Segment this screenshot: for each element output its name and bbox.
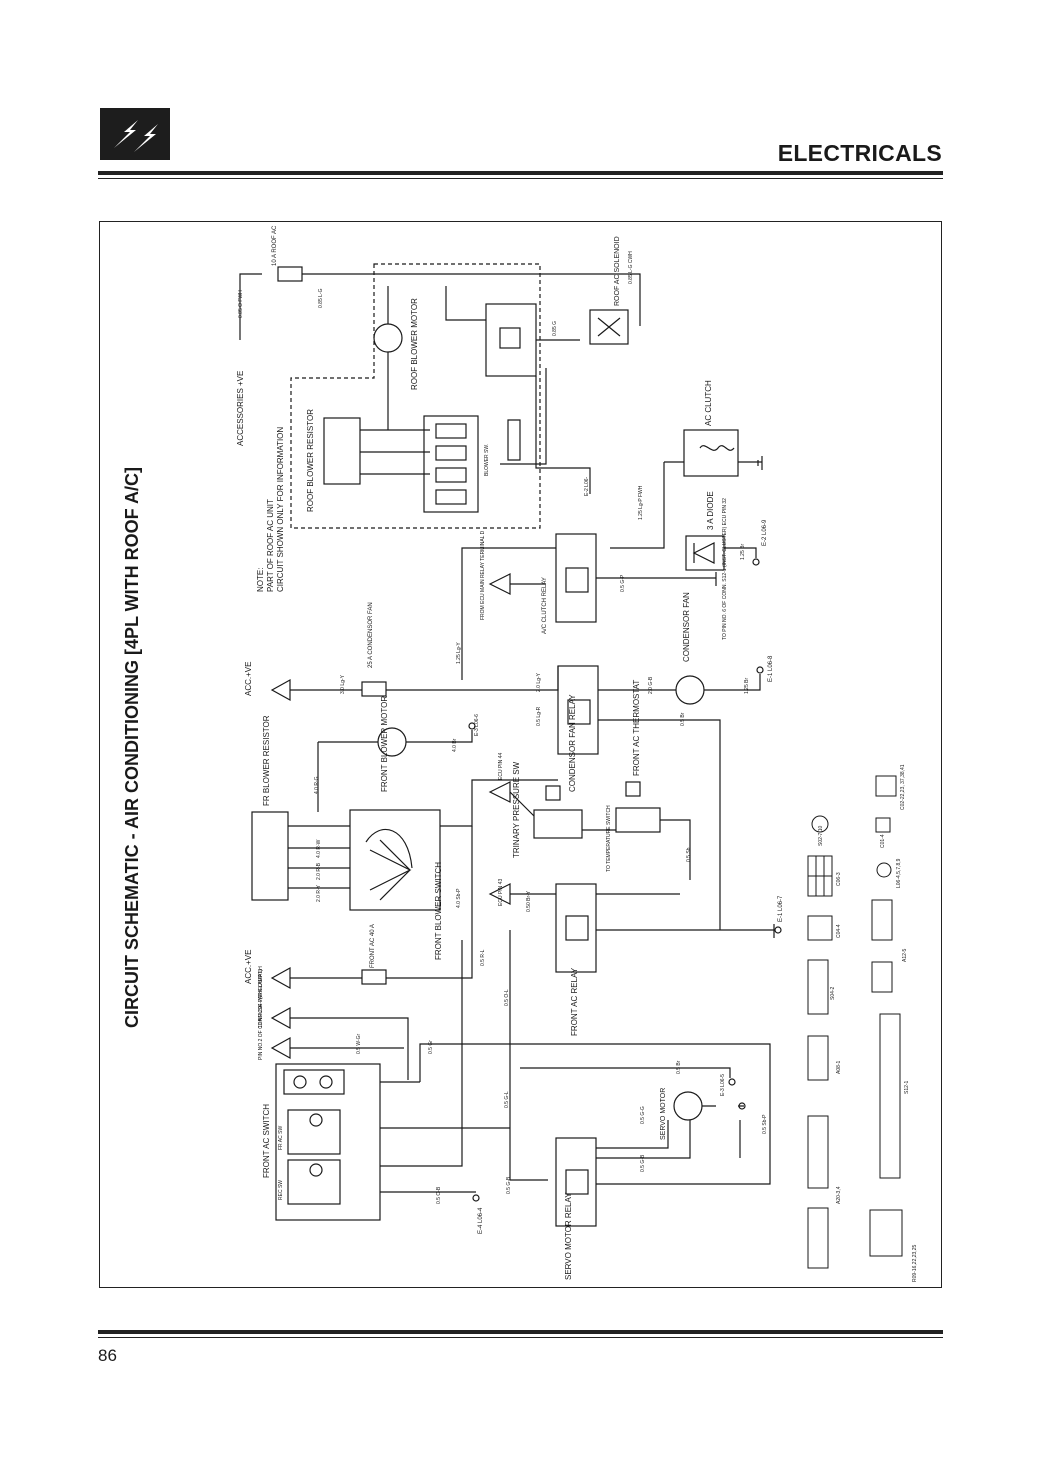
to-temperature-switch-label: TO TEMPERATURE SWITCH	[606, 805, 612, 872]
rheostat-label: PIN NO.2 OF CONN C04-7(RHEOSTAT)	[258, 969, 264, 1060]
front-blower-motor-label: FRONT BLOWER MOTOR	[380, 695, 389, 792]
wire-label: 0.5 W-Gr	[356, 1033, 362, 1054]
connector-name: C04-4	[836, 924, 842, 938]
roof-ac-solenoid-label: ROOF AC SOLENOID	[614, 236, 621, 306]
acc-ve-label-1: ACC.+VE	[244, 661, 253, 696]
ground-label: E-3 L06-5	[720, 1074, 726, 1096]
fr-blower-resistor-label: FR BLOWER RESISTOR	[262, 715, 271, 806]
wire-label: 0.5 Sb	[686, 847, 692, 862]
connector-name: L06-4,5,7,8,9	[896, 858, 902, 888]
roof-blower-motor-label: ROOF BLOWER MOTOR	[410, 298, 419, 390]
wire-label: 0.5 G-B	[640, 1154, 646, 1172]
note-line: NOTE:	[256, 567, 265, 592]
condenser-fan-relay-label: CONDENSOR FAN RELAY	[568, 694, 577, 792]
wire-label: 0.5 G-P	[620, 574, 626, 592]
ecu-pin43-label: ECU PIN 43	[498, 878, 504, 906]
connector-name: S02-7,10	[818, 825, 824, 846]
trinary-pressure-sw-label: TRINARY PRESSURE SW	[512, 761, 521, 858]
connector-name: R09-16,22,23,25	[912, 1244, 918, 1282]
wire-label: 0.85 G	[552, 320, 558, 336]
wire-label: 1.25 Br	[740, 543, 746, 560]
note-line: CIRCUIT SHOWN ONLY FOR INFORMATION	[276, 426, 285, 592]
wire-label: 0.5 G-B	[506, 1176, 512, 1194]
ecu-pin44-label: ECU PIN 44	[498, 752, 504, 780]
wire-label: 0.85 L-G	[318, 288, 324, 308]
blower-sw-label: BLOWER SW.	[484, 443, 490, 476]
wire-label: 3.0 Lg-Y	[340, 675, 346, 694]
ground-label: E-4 L06-4	[478, 1207, 484, 1234]
header-rule	[98, 171, 943, 175]
ecu-pin32-label: TO PIN NO. 6 OF CONN. S12-1 (INST. CLUST…	[722, 498, 728, 640]
ground-label: E-3 L06-6	[474, 714, 480, 736]
condenser-fan-fuse-label: 25 A CONDENSOR FAN	[368, 602, 374, 668]
wire-label: 0.5 Lg-R	[536, 706, 542, 726]
wire-label: 0.5 O-B	[436, 1186, 442, 1204]
footer-rule	[98, 1330, 943, 1334]
wire-label: 0.5 Br	[680, 712, 686, 726]
section-title: ELECTRICALS	[777, 140, 942, 166]
condenser-fan-label: CONDENSOR FAN	[682, 592, 691, 662]
wire-label: 1.25 Lg-Y	[456, 642, 462, 664]
wire-label: 4.0 R-G	[314, 776, 320, 794]
rec-sw-label: REC SW	[278, 1180, 284, 1200]
wire-label: 0.5 R-L	[480, 949, 486, 966]
lightning-logo-icon	[100, 108, 170, 160]
note-block: NOTE: PART OF ROOF AC UNIT CIRCUIT SHOWN…	[256, 427, 286, 592]
front-ac-thermostat-label: FRONT AC THERMOSTAT	[632, 679, 641, 776]
wire-label: 1.25 Lg-P FWH	[638, 485, 644, 520]
acc-ve-label-2: ACC.+VE	[244, 949, 253, 984]
wire-label: 2.0 Lg-Y	[536, 673, 542, 692]
wire-label: 0.5 G-L	[504, 1091, 510, 1108]
wire-label: 0.50 Br-Y	[526, 890, 532, 912]
ac-clutch-relay-label: A/C CLUTCH RELAY	[542, 577, 548, 634]
diode-label: 3 A DIODE	[706, 491, 715, 530]
connector-name: S12-1	[904, 1080, 910, 1094]
wire-label: 0.5 Gr	[428, 1040, 434, 1054]
ground-label: E-1 L06-7	[778, 895, 784, 922]
page-number: 86	[98, 1346, 117, 1365]
wire-label: 0.5 Sb-P	[762, 1114, 768, 1134]
roof-blower-resistor-label: ROOF BLOWER RESISTOR	[306, 409, 315, 512]
front-ac-relay-label: FRONT AC RELAY	[570, 967, 579, 1036]
connector-name: A20-3,4	[836, 1186, 842, 1204]
connector-name: A08-1	[836, 1060, 842, 1074]
wire-label: 0.5 O-L	[504, 989, 510, 1006]
wire-label: 1.25 Br	[744, 677, 750, 694]
wire-label: 0.5 Br	[676, 1060, 682, 1074]
note-line: PART OF ROOF AC UNIT	[266, 499, 275, 592]
wire-label: 2.0 R-Y	[316, 885, 322, 902]
accessories-label: ACCESSORIES +VE	[236, 370, 245, 446]
wire-label: 0.5 G-G	[640, 1106, 646, 1124]
wire-label: 0.85 O FWH	[238, 290, 244, 318]
wire-label: 4.0 Br	[452, 738, 458, 752]
connector-name: A12-5	[902, 948, 908, 962]
front-ac-switch-label: FRONT AC SWITCH	[262, 1103, 271, 1178]
header-rule-thin	[98, 178, 943, 179]
ground-label: E-1 L06-8	[768, 655, 774, 682]
fr-ac-sw-label: FR AC SW	[278, 1125, 284, 1150]
wire-label: 0.85 L-G CWH	[628, 251, 634, 284]
schematic-frame	[99, 221, 942, 1288]
connector-name: S04-2	[830, 986, 836, 1000]
servo-motor-label: SERVO MOTOR	[660, 1087, 667, 1140]
ac-clutch-label: AC CLUTCH	[704, 380, 713, 426]
ground-label: E-2 L06-	[584, 476, 590, 496]
connector-name: C06-3	[836, 872, 842, 886]
connector-name: C02-22,23, 37,38,41	[900, 764, 906, 810]
servo-motor-relay-label: SERVO MOTOR RELAY	[564, 1192, 573, 1280]
wire-label: 4.0 Sb-P	[456, 888, 462, 908]
wire-label: 2.0 R-B	[316, 863, 322, 880]
footer-rule-thin	[98, 1337, 943, 1338]
ground-label: E-2 L06-9	[762, 519, 768, 546]
wire-label: 4.0 R-W	[316, 839, 322, 858]
ecu-main-relay-label: FROM ECU MAIN RELAY TERMINAL D	[480, 530, 486, 620]
front-ac-fuse-label: FRONT AC 40 A	[370, 924, 376, 968]
wire-label: 2.0 G-B	[648, 676, 654, 694]
connector-name: C01-4	[880, 834, 886, 848]
roof-ac-fuse-label: 10 A ROOF AC	[272, 225, 278, 266]
front-blower-switch-label: FRONT BLOWER SWITCH	[434, 861, 443, 960]
